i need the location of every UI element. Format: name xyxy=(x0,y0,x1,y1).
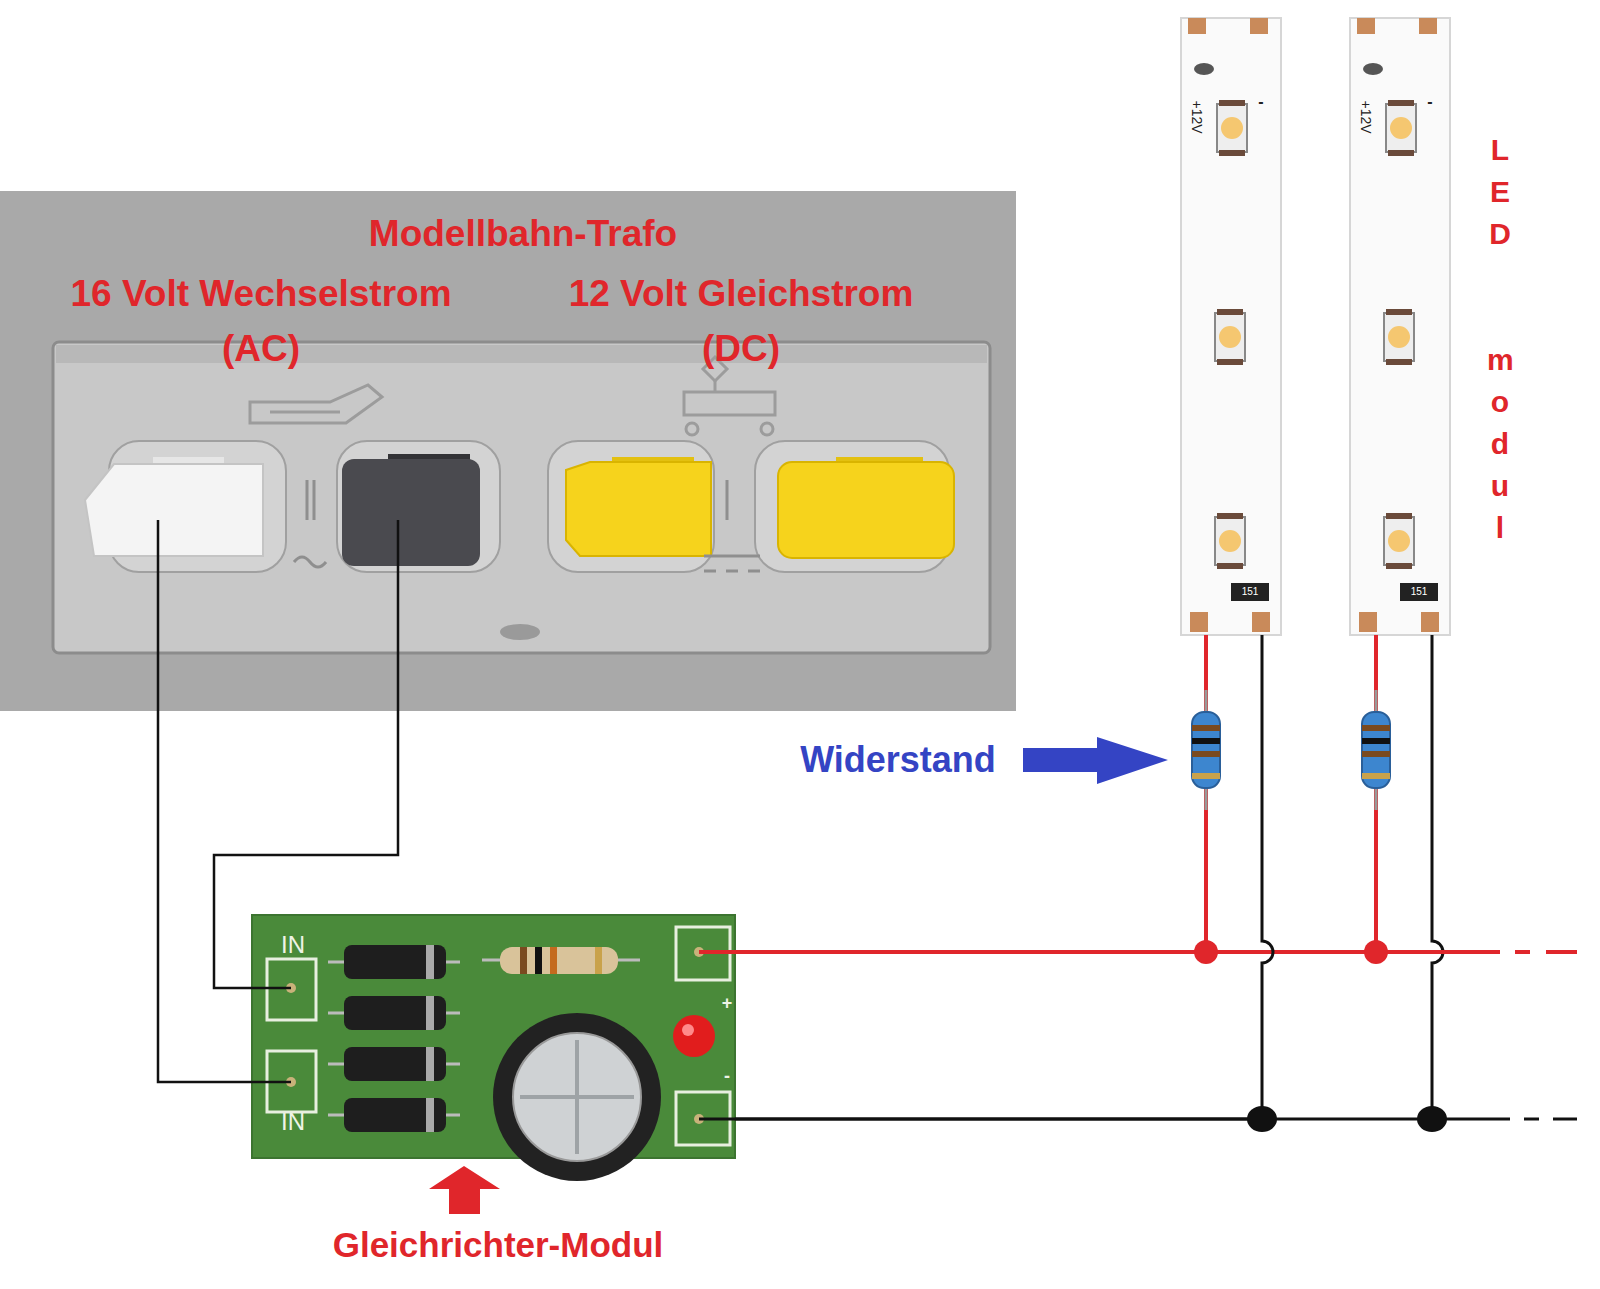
bus-extension xyxy=(1376,952,1577,1119)
rectifier-board xyxy=(252,915,735,1181)
transformer-panel: Modellbahn-Trafo 16 Volt Wechselstrom (AC… xyxy=(0,191,1016,711)
polarity-mark: + xyxy=(722,994,733,1012)
pad-label: IN xyxy=(281,1110,305,1134)
led-strips xyxy=(1181,18,1450,635)
device-title: Modellbahn-Trafo xyxy=(223,212,823,256)
led-strip: +12V - 151 xyxy=(1350,18,1450,635)
wire xyxy=(735,635,1376,952)
side-label: LED xyxy=(1487,129,1513,255)
rectifier-module: IN IN + - xyxy=(252,915,735,1158)
led-strip: +12V - 151 xyxy=(1181,18,1281,635)
voltage-mark: +12V xyxy=(1190,100,1204,133)
smd-code: 151 xyxy=(1242,587,1259,597)
output-label: 12 Volt Gleichstrom (DC) xyxy=(531,266,951,376)
wire xyxy=(735,635,1443,1119)
smd-code: 151 xyxy=(1411,587,1428,597)
wire xyxy=(158,711,252,1082)
callout-label: Widerstand xyxy=(800,742,996,778)
polarity-mark: - xyxy=(1258,94,1263,110)
polarity-mark: - xyxy=(724,1067,730,1085)
wire xyxy=(214,711,398,988)
resistor-symbol xyxy=(1362,690,1390,810)
output-label: 16 Volt Wechselstrom (AC) xyxy=(51,266,471,376)
voltage-mark: +12V xyxy=(1359,100,1373,133)
callout-label: Gleichrichter-Modul xyxy=(333,1227,664,1262)
wire xyxy=(735,635,1273,1119)
junction-dot xyxy=(1194,940,1447,1132)
polarity-mark: - xyxy=(1427,94,1432,110)
transformer-housing xyxy=(0,191,1016,711)
callout-arrows xyxy=(429,737,1168,1214)
pad-label: IN xyxy=(281,933,305,957)
side-label: modul xyxy=(1487,339,1513,549)
resistor-symbol xyxy=(1192,690,1220,810)
wire xyxy=(735,635,1206,952)
